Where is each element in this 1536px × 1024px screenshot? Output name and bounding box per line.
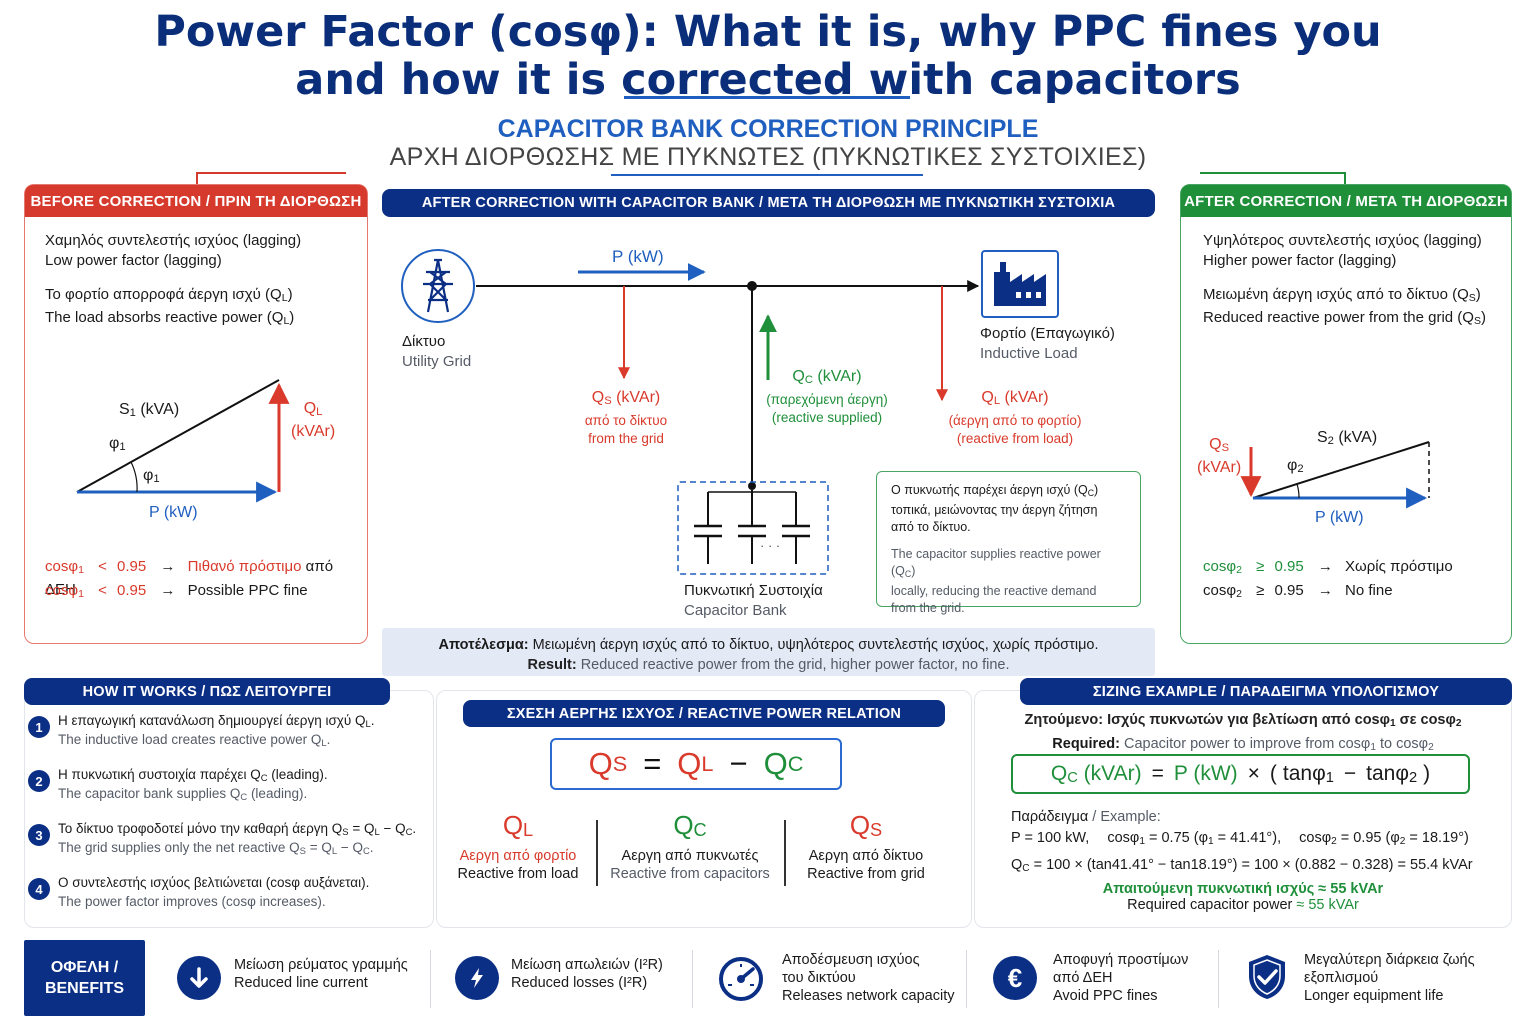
- after-connector: [1200, 172, 1346, 186]
- sizing-panel: [974, 690, 1512, 928]
- note-gr: Ο πυκνωτής παρέχει άεργη ισχύ (QC) τοπικ…: [891, 483, 1099, 534]
- title-underline: [624, 96, 910, 99]
- benefit-item-1: Μείωση ρεύματος γραμμής Reduced line cur…: [234, 957, 408, 991]
- before-phi-label-2: φ1: [143, 467, 160, 485]
- before-panel: BEFORE CORRECTION / ΠΡΙΝ ΤΗ ΔΙΟΡΘΩΣΗ Χαμ…: [24, 184, 368, 644]
- ql-label: QL (kVAr) (άεργη από το φορτίο) (reactiv…: [948, 389, 1082, 446]
- relation-divider-2: [784, 820, 786, 886]
- before-connector: [196, 172, 346, 186]
- before-q-label: QL (kVAr): [291, 400, 336, 440]
- benefit-item-4: Αποφυγή προστίμων από ΔΕΗ Avoid PPC fine…: [1053, 952, 1189, 1004]
- benefit-divider: [966, 950, 967, 1008]
- before-s-label: S1 (kVA): [119, 401, 180, 419]
- result-gr: Αποτέλεσμα: Μειωμένη άεργη ισχύς από το …: [438, 637, 1099, 653]
- center-p-label: P (kW): [612, 247, 664, 266]
- after-phi-label: φ2: [1287, 457, 1304, 475]
- after-cond-1: cosφ2 ≥ 0.95 → Χωρίς πρόστιμο: [1203, 558, 1453, 576]
- shield-check-icon: [1244, 952, 1290, 1002]
- how-steps: 1 Η επαγωγική κατανάλωση δημιουργεί άεργ…: [28, 712, 428, 928]
- after-cond-2: cosφ2 ≥ 0.95 → No fine: [1203, 582, 1393, 600]
- after-header: AFTER CORRECTION / ΜΕΤΑ ΤΗ ΔΙΟΡΘΩΣΗ: [1181, 185, 1511, 217]
- benefit-item-2: Μείωση απωλειών (I²R) Reduced losses (I²…: [511, 957, 663, 991]
- how-step: 2 Η πυκνωτική συστοιχία παρέχει QC (lead…: [28, 766, 428, 820]
- factory-icon: [981, 250, 1059, 318]
- after-s-vector: [1252, 441, 1430, 499]
- capacitor-dots: · · ·: [760, 538, 781, 553]
- before-power-triangle: [76, 379, 290, 503]
- relation-col-qc: QC Αεργη από πυκνωτές Reactive from capa…: [610, 810, 770, 882]
- sizing-result: Απαιτούμενη πυκνωτική ισχύς ≈ 55 kVAr Re…: [1102, 881, 1384, 913]
- before-cond-1: cosφ1 < 0.95 → Πιθανό πρόστιμο από ΔΕΗ: [45, 558, 334, 598]
- after-desc-2: Μειωμένη άεργη ισχύς από το δίκτυο (QS) …: [1203, 286, 1486, 327]
- sizing-formula: QC (kVAr) = P (kW) × ( tanφ1 − tanφ2 ): [1011, 754, 1470, 794]
- lightning-icon: [455, 956, 499, 1000]
- how-step: 1 Η επαγωγική κατανάλωση δημιουργεί άεργ…: [28, 712, 428, 766]
- benefit-divider: [430, 950, 431, 1008]
- capacitor-icon: [677, 481, 829, 575]
- relation-col-qs: QS Αεργη από δίκτυο Reactive from grid: [807, 810, 925, 882]
- transmission-tower-icon: [401, 249, 475, 323]
- relation-panel: [436, 690, 972, 928]
- after-p-label: P (kW): [1315, 509, 1364, 526]
- sizing-example-label: Παράδειγμα / Example:: [1011, 809, 1161, 825]
- capacitor-note-box: Ο πυκνωτής παρέχει άεργη ισχύ (QC) τοπικ…: [876, 471, 1141, 615]
- before-desc-2: Το φορτίο απορροφά άεργη ισχύ (QL) The l…: [45, 286, 295, 327]
- after-desc-1: Υψηλότερος συντελεστής ισχύος (lagging) …: [1203, 232, 1482, 269]
- capacitor-node: [748, 482, 756, 490]
- before-header: BEFORE CORRECTION / ΠΡΙΝ ΤΗ ΔΙΟΡΘΩΣΗ: [25, 185, 367, 217]
- relation-divider-1: [596, 820, 598, 886]
- load-label: Φορτίο (Επαγωγικό) Inductive Load: [980, 325, 1115, 362]
- before-cond-2: cosφ1 < 0.95 → Possible PPC fine: [45, 582, 308, 600]
- sizing-requirement: Ζητούμενο: Ισχύς πυκνωτών για βελτίωση α…: [1024, 712, 1462, 753]
- after-panel: AFTER CORRECTION / ΜΕΤΑ ΤΗ ΔΙΟΡΘΩΣΗ Υψηλ…: [1180, 184, 1512, 644]
- sizing-example-line-1: P = 100 kW, cosφ1 = 0.75 (φ1 = 41.41°), …: [1011, 830, 1469, 847]
- sizing-header: ΣIZING EXAMPLE / ΠΑΡΑΔΕΙΓΜΑ ΥΠΟΛΟΓΙΣΜΟΥ: [1020, 678, 1512, 705]
- circuit-diagram: [401, 249, 1059, 575]
- qs-label: QS (kVAr) από το δίκτυο from the grid: [584, 389, 668, 446]
- qc-label: QC (kVAr) (παρεχόμενη άεργη) (reactive s…: [766, 368, 888, 425]
- capacitor-label: Πυκνωτική Συστοιχία Capacitor Bank: [684, 582, 823, 619]
- after-angle-arc: [1296, 483, 1300, 499]
- title-line-1: Power Factor (cosφ): What it is, why PPC…: [154, 7, 1382, 57]
- note-en: The capacitor supplies reactive power (Q…: [891, 547, 1101, 615]
- how-step: 3 Το δίκτυο τροφοδοτεί μόνο την καθαρή ά…: [28, 820, 428, 874]
- gauge-icon: [716, 954, 766, 1002]
- after-s-label: S2 (kVA): [1317, 429, 1378, 447]
- before-s-vector: [76, 379, 280, 493]
- relation-col-ql: QL Αεργη από φορτίο Reactive from load: [457, 810, 579, 882]
- benefits-label: ΟΦΕΛΗ / BENEFITS: [24, 940, 145, 1016]
- after-q-label: QS (kVAr): [1197, 436, 1242, 476]
- subtitle-en: CAPACITOR BANK CORRECTION PRINCIPLE: [497, 115, 1039, 143]
- result-bar: Αποτέλεσμα: Μειωμένη άεργη ισχύς από το …: [382, 628, 1155, 676]
- relation-header: ΣΧΕΣΗ ΑΕΡΓΗΣ ΙΣΧΥΟΣ / REACTIVE POWER REL…: [463, 700, 945, 727]
- result-en: Result: Reduced reactive power from the …: [527, 657, 1010, 673]
- benefit-item-5: Μεγαλύτερη διάρκεια ζωής εξοπλισμού Long…: [1304, 952, 1475, 1004]
- benefit-item-3: Αποδέσμευση ισχύος του δικτύου Releases …: [782, 952, 955, 1004]
- before-desc-1: Χαμηλός συντελεστής ισχύος (lagging) Low…: [45, 232, 302, 269]
- arrow-down-icon: [177, 956, 221, 1000]
- benefit-divider: [692, 950, 693, 1008]
- how-header: HOW IT WORKS / ΠΩΣ ΛΕΙΤΟΥΡΓΕΙ: [24, 678, 390, 705]
- before-p-label: P (kW): [149, 504, 198, 521]
- benefit-divider: [1218, 950, 1219, 1008]
- euro-icon: €: [993, 956, 1037, 1000]
- center-header: AFTER CORRECTION WITH CAPACITOR BANK / Μ…: [382, 189, 1155, 217]
- after-power-triangle: [1240, 441, 1430, 509]
- before-angle-arc: [130, 461, 138, 493]
- sizing-example-line-2: QC = 100 × (tan41.41° − tan18.19°) = 100…: [1011, 857, 1473, 874]
- grid-label: Δίκτυο Utility Grid: [402, 333, 472, 370]
- subtitle-underline: [611, 174, 923, 176]
- page-title: Power Factor (cosφ): What it is, why PPC…: [0, 8, 1536, 104]
- subtitle-gr: ΑΡΧΗ ΔΙΟΡΘΩΣΗΣ ΜΕ ΠΥΚΝΩΤΕΣ (ΠΥΚΝΩΤΙΚΕΣ Σ…: [389, 143, 1147, 171]
- before-phi-label-1: φ1: [109, 435, 126, 453]
- how-step: 4 Ο συντελεστής ισχύος βελτιώνεται (cosφ…: [28, 874, 428, 928]
